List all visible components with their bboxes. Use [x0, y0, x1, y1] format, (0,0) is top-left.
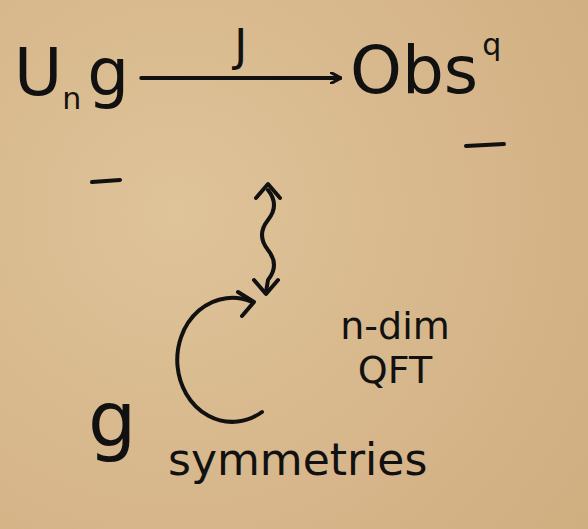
- symbol-label: g: [88, 382, 136, 458]
- arrow-head: [256, 184, 280, 198]
- map-arrow: [141, 76, 340, 80]
- arrow-label: J: [234, 24, 247, 68]
- underline-dash: [466, 144, 504, 146]
- squiggle-double-arrow: [262, 190, 274, 292]
- arrow-head: [238, 292, 254, 316]
- annotation-label: symmetries: [168, 438, 427, 482]
- node-text: n-dim QFT: [340, 304, 450, 392]
- node-text: q: [482, 27, 501, 62]
- formula-node: n-dim QFT: [320, 305, 470, 392]
- node-text: U: [14, 34, 62, 111]
- node-text: g: [87, 34, 129, 111]
- underline-dash: [92, 180, 120, 182]
- circle-arrow: [177, 298, 262, 422]
- node-text: Obs: [350, 32, 478, 109]
- node-text: n: [62, 81, 81, 116]
- arrow-head: [254, 280, 278, 294]
- formula-node: Obsq: [350, 30, 501, 104]
- formula-node: Ung: [14, 40, 129, 114]
